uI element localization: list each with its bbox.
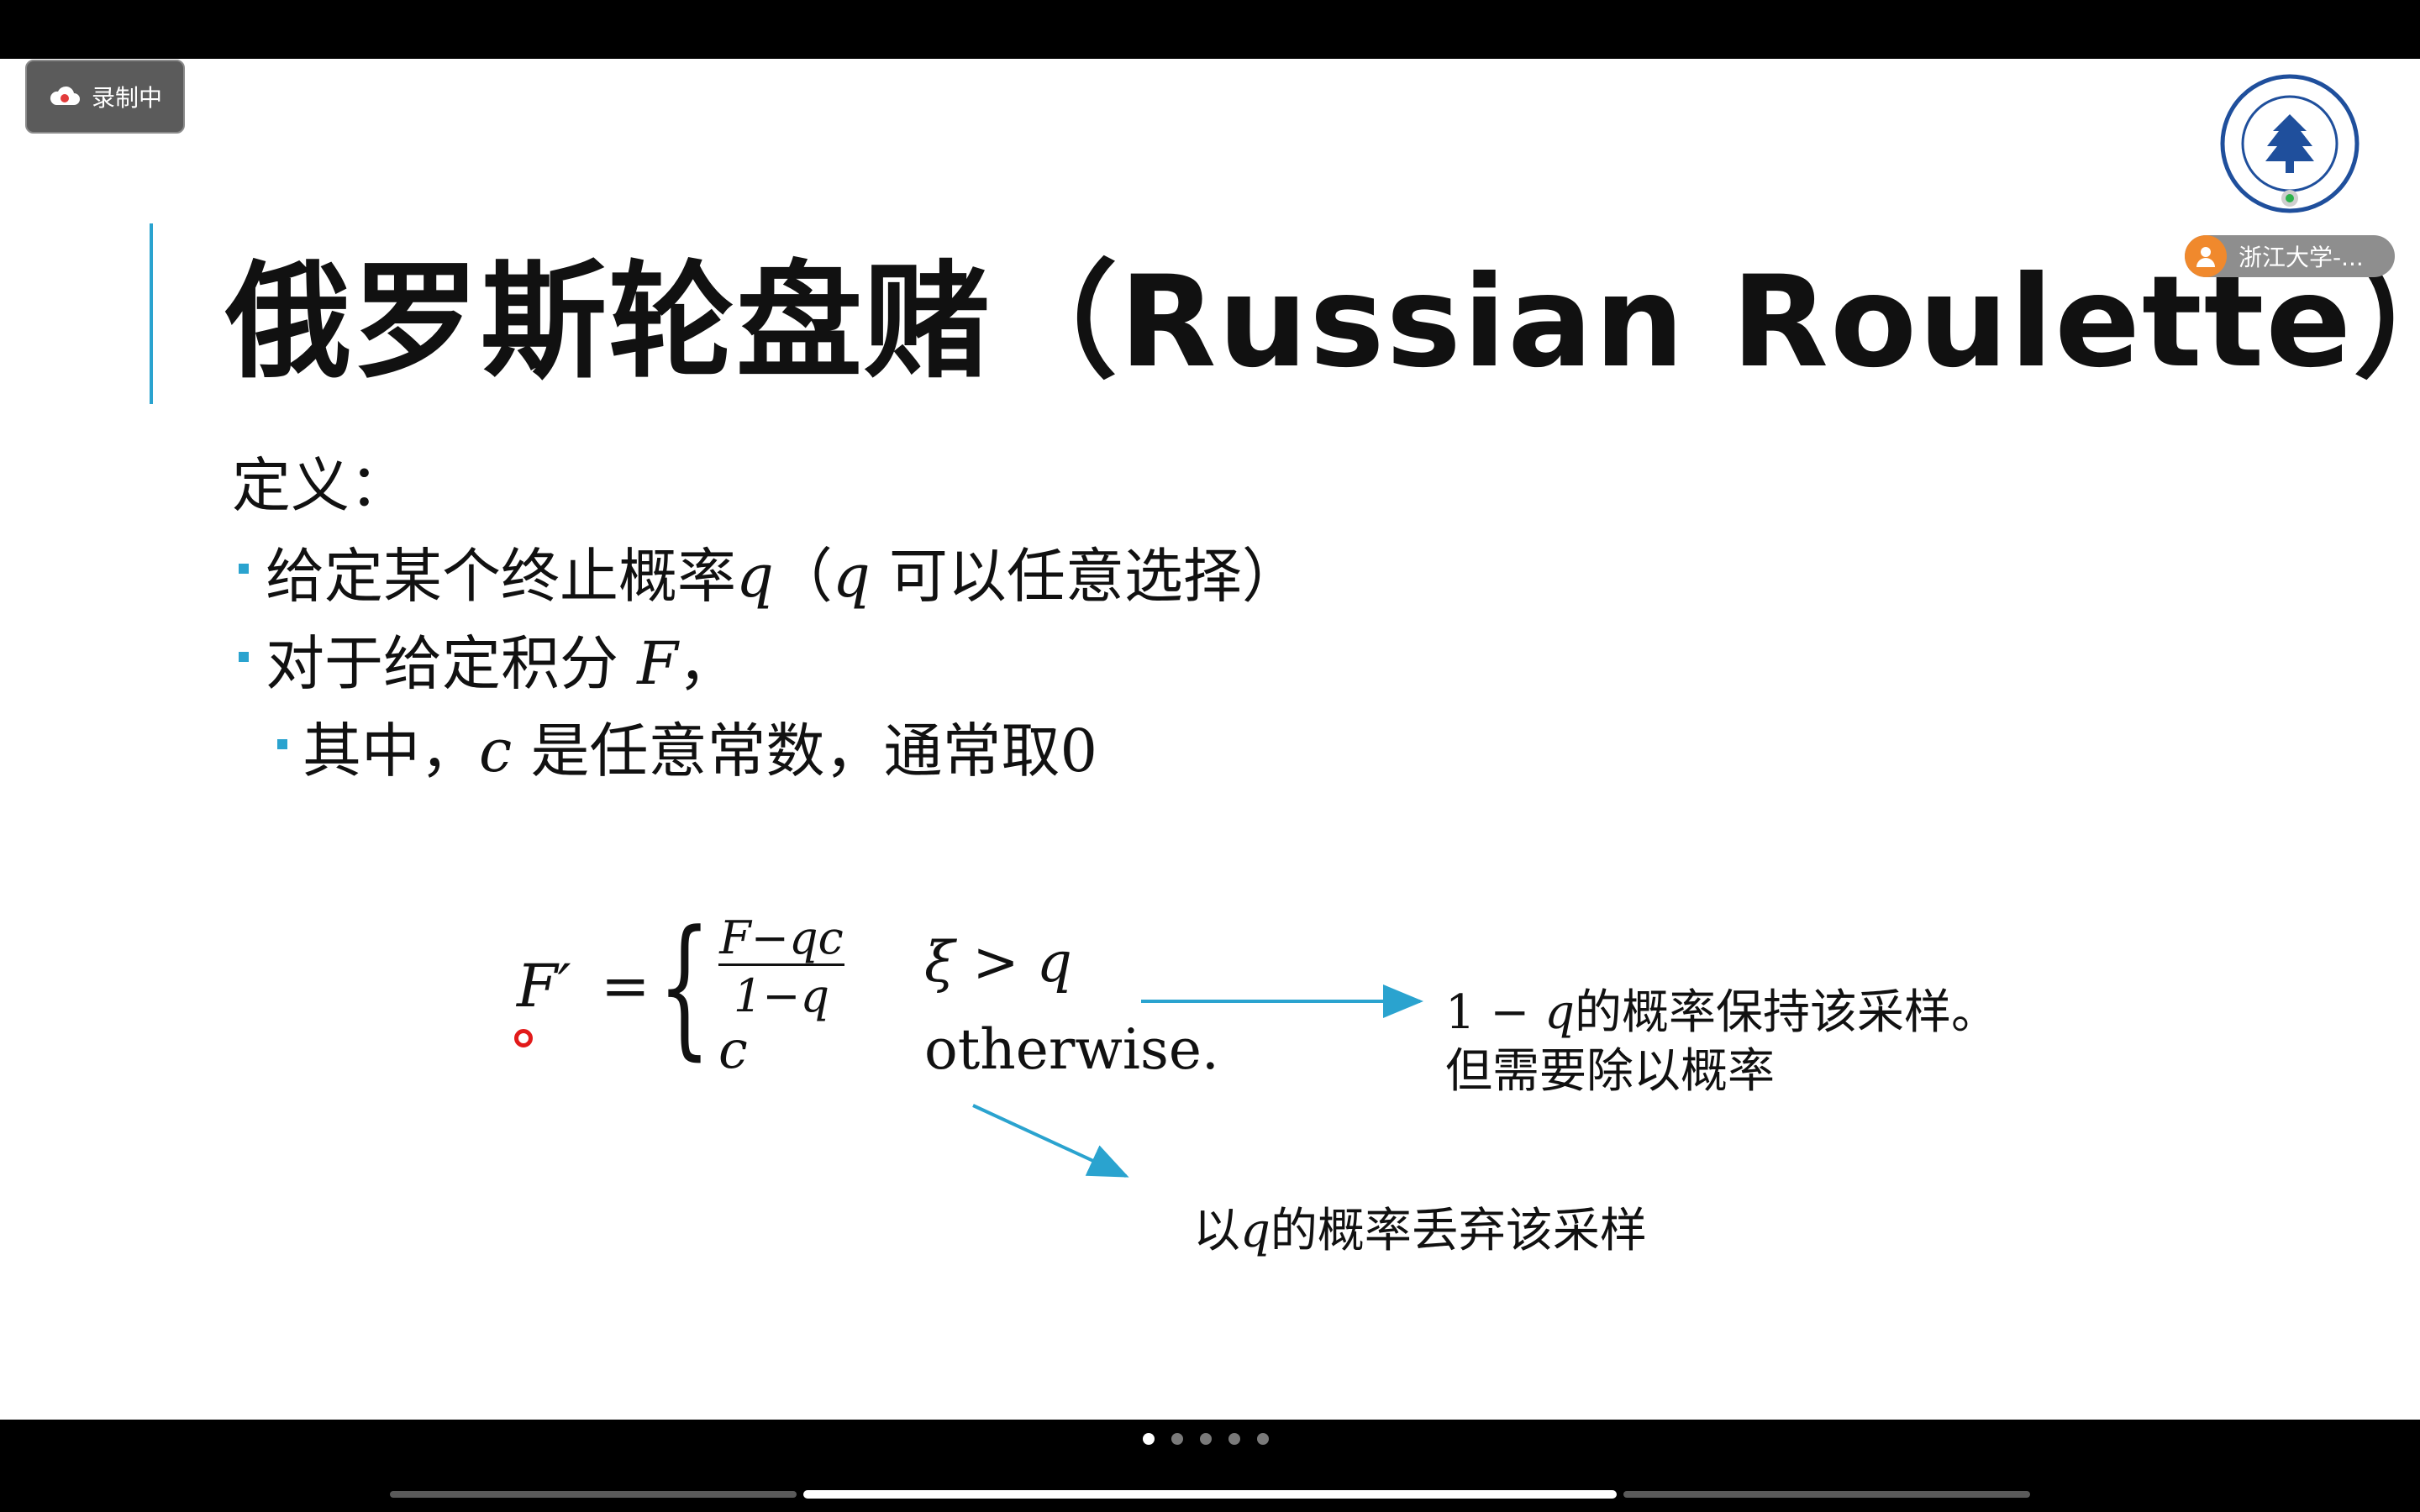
participant-name: 浙江大学-... <box>2238 244 2364 271</box>
cloud-recording-icon <box>50 86 80 105</box>
formula-condition1: ξ > q <box>924 930 1072 995</box>
formula-lhs: F′ <box>517 952 571 1021</box>
definition-label: 定义： <box>232 451 408 520</box>
scroll-segment-left[interactable] <box>390 1491 797 1498</box>
slide-pagination-dots <box>1143 1433 1269 1445</box>
sub-bullet-marker <box>277 739 287 749</box>
fraction-bar <box>718 963 844 966</box>
bullet-given-integral: 对于给定积分 F， <box>266 629 737 698</box>
annotation-divide-probability: 但需要除以概率 <box>1445 1044 1775 1099</box>
top-black-bar <box>0 0 2420 59</box>
arrow-down-right <box>972 1104 1129 1178</box>
annotation-keep-sample: 1 − q的概率保持该采样。 <box>1445 985 1999 1040</box>
bullet-marker <box>239 564 249 574</box>
recording-label: 录制中 <box>91 84 162 112</box>
bullet-marker <box>239 652 249 662</box>
slide-title: 俄罗斯轮盘赌（Russian Roulette） <box>225 249 2420 396</box>
formula-brace: { <box>658 899 711 1074</box>
zhejiang-university-logo <box>2220 74 2360 213</box>
formula-equals: = <box>601 952 650 1021</box>
formula-fraction: F−qc 1−q <box>718 911 844 1022</box>
page-dot-2[interactable] <box>1171 1433 1183 1445</box>
page-dot-3[interactable] <box>1200 1433 1212 1445</box>
page-dot-4[interactable] <box>1228 1433 1240 1445</box>
recording-badge[interactable]: 录制中 <box>25 60 185 134</box>
page-dot-5[interactable] <box>1257 1433 1269 1445</box>
page-dot-1[interactable] <box>1143 1433 1155 1445</box>
participant-avatar <box>2185 235 2227 277</box>
user-icon <box>2196 247 2215 267</box>
participant-tag[interactable]: 浙江大学-... <box>2185 235 2395 277</box>
fraction-denominator: 1−q <box>733 969 830 1022</box>
title-accent-rule <box>150 223 153 404</box>
bullet-termination-probability: 给定某个终止概率q（q 可以任意选择） <box>266 542 1301 611</box>
scroll-segment-active[interactable] <box>803 1490 1617 1499</box>
laser-pointer <box>514 1029 533 1047</box>
formula-condition2: otherwise. <box>924 1017 1219 1082</box>
formula-case2-value: c <box>718 1019 748 1080</box>
sub-bullet-constant: 其中，c 是任意常数，通常取0 <box>302 717 1098 785</box>
presentation-slide: 俄罗斯轮盘赌（Russian Roulette） 定义： 给定某个终止概率q（q… <box>0 59 2420 1420</box>
russian-roulette-formula: F′ = { F−qc 1−q c ξ > q otherwise. <box>517 899 1219 1083</box>
fraction-numerator: F−qc <box>719 911 844 964</box>
annotation-discard-sample: 以q的概率丢弃该采样 <box>1193 1204 1647 1258</box>
scroll-segment-right[interactable] <box>1623 1491 2030 1498</box>
